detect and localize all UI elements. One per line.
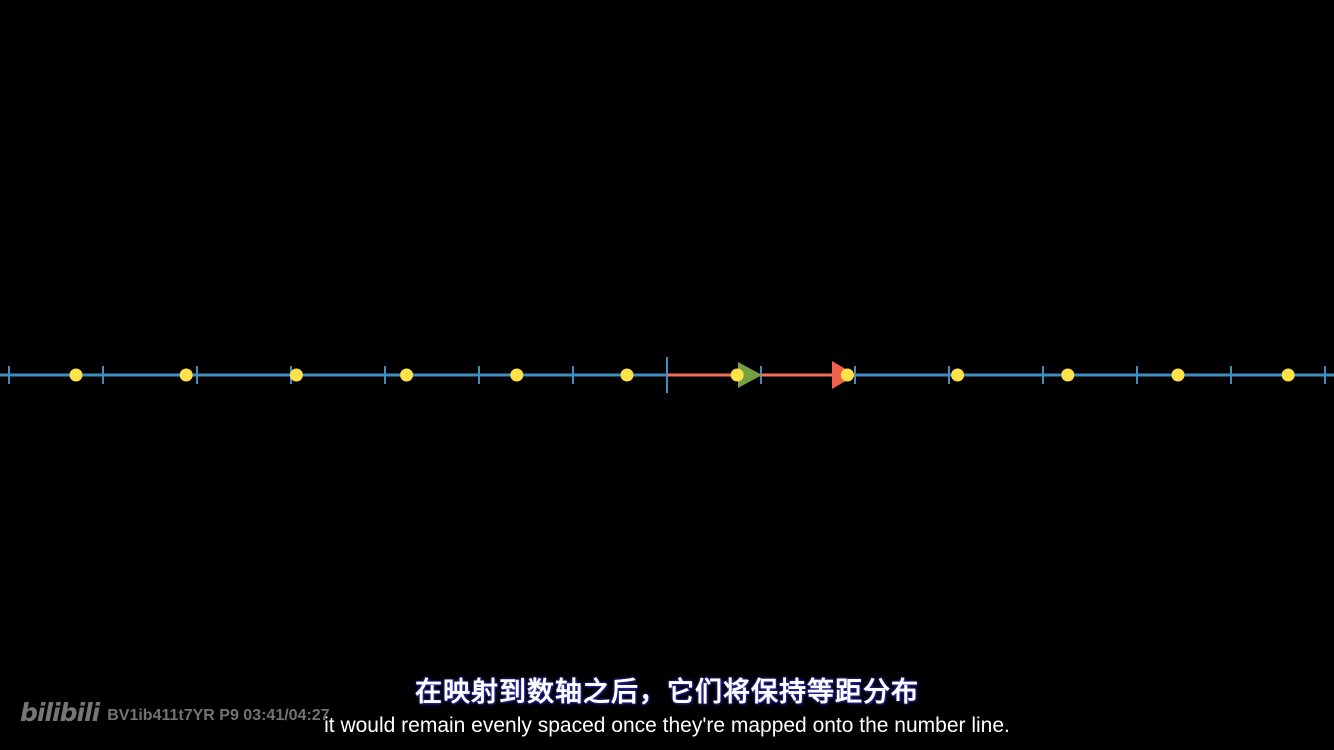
yellow-point (289, 368, 303, 382)
yellow-point (69, 368, 83, 382)
yellow-point (1281, 368, 1295, 382)
evenly-spaced-points (69, 368, 1295, 382)
yellow-point (510, 368, 524, 382)
yellow-point (1061, 368, 1075, 382)
english-subtitle: it would remain evenly spaced once they'… (324, 714, 1010, 737)
vector-arrows (667, 361, 856, 389)
bilibili-watermark: bilibili BV1ib411t7YR P9 03:41/04:27 (20, 698, 330, 727)
yellow-point (1171, 368, 1185, 382)
yellow-point (620, 368, 634, 382)
video-id-timestamp: BV1ib411t7YR P9 03:41/04:27 (107, 706, 330, 724)
yellow-point (179, 368, 193, 382)
yellow-point (840, 368, 854, 382)
yellow-point (951, 368, 965, 382)
bilibili-logo: bilibili (20, 698, 100, 727)
yellow-point (730, 368, 744, 382)
chinese-subtitle: 在映射到数轴之后，它们将保持等距分布 (415, 677, 919, 708)
yellow-point (400, 368, 414, 382)
green-arrow-head (738, 362, 762, 388)
